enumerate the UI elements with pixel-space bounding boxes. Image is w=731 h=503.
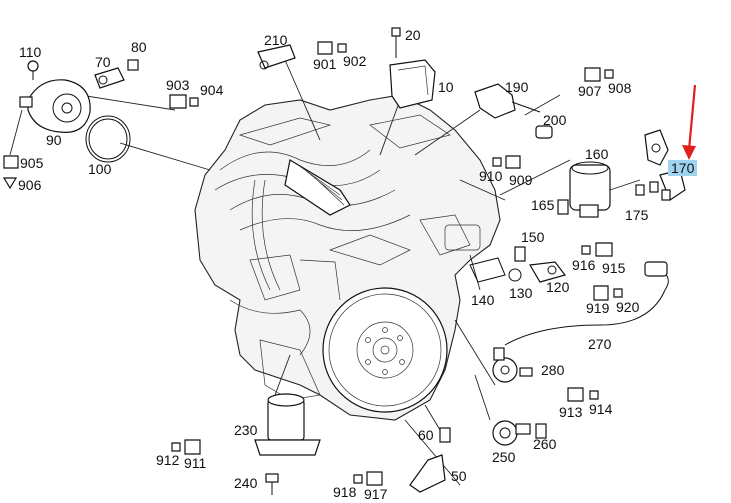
- connector-905: [3, 155, 19, 169]
- label-903: 903: [166, 77, 190, 93]
- connector-901: [317, 41, 333, 55]
- ring-130: [508, 268, 522, 282]
- label-80: 80: [131, 39, 147, 55]
- label-210: 210: [264, 32, 288, 48]
- label-240: 240: [234, 475, 258, 491]
- connector-904: [189, 97, 199, 107]
- label-170: 170: [668, 160, 698, 176]
- connector-916: [581, 245, 591, 255]
- gasket-140: [469, 257, 506, 283]
- sensor-250: [492, 420, 531, 446]
- connector-903: [169, 94, 187, 109]
- connector-920: [613, 288, 623, 298]
- label-120: 120: [546, 279, 570, 295]
- bolt-60: [439, 427, 451, 443]
- connector-908: [604, 69, 614, 79]
- bolt-165: [557, 199, 569, 215]
- label-230: 230: [234, 422, 258, 438]
- connector-909: [505, 155, 521, 169]
- label-907: 907: [578, 83, 602, 99]
- bolt-260: [535, 423, 547, 439]
- label-902: 902: [343, 53, 367, 69]
- label-70: 70: [95, 54, 111, 70]
- connector-907: [584, 67, 601, 82]
- label-130: 130: [509, 285, 533, 301]
- label-165: 165: [531, 197, 555, 213]
- label-190: 190: [505, 79, 529, 95]
- connector-912: [171, 442, 181, 452]
- label-100: 100: [88, 161, 112, 177]
- label-915: 915: [602, 260, 626, 276]
- label-910: 910: [479, 168, 503, 184]
- knock-sensor-280: [492, 347, 533, 383]
- label-912: 912: [156, 452, 180, 468]
- connector-913: [567, 387, 584, 402]
- module-10: [389, 59, 436, 109]
- label-160: 160: [585, 146, 609, 162]
- label-90: 90: [46, 132, 62, 148]
- oil-filter-230: [254, 393, 321, 456]
- label-920: 920: [616, 299, 640, 315]
- label-260: 260: [533, 436, 557, 452]
- bolt-150: [514, 246, 526, 262]
- vacuum-pump-90: [9, 79, 91, 156]
- label-917: 917: [364, 486, 388, 502]
- sensor-190: [474, 83, 541, 119]
- label-200: 200: [543, 112, 567, 128]
- label-110: 110: [19, 44, 42, 60]
- sensor-50: [409, 454, 446, 493]
- label-919: 919: [586, 300, 610, 316]
- label-918: 918: [333, 484, 357, 500]
- connector-915: [595, 242, 613, 257]
- label-150: 150: [521, 229, 545, 245]
- connector-917: [366, 471, 383, 486]
- bolt-110: [27, 60, 39, 80]
- screws-175: [635, 181, 671, 201]
- label-905: 905: [20, 155, 44, 171]
- label-908: 908: [608, 80, 632, 96]
- label-909: 909: [509, 172, 533, 188]
- label-914: 914: [589, 401, 613, 417]
- label-20: 20: [405, 27, 421, 43]
- valve-160: [569, 161, 611, 218]
- bolt-20: [391, 27, 401, 58]
- label-250: 250: [492, 449, 516, 465]
- label-60: 60: [418, 427, 434, 443]
- label-916: 916: [572, 257, 596, 273]
- harness-270: [504, 267, 669, 346]
- label-280: 280: [541, 362, 565, 378]
- engine-block: [194, 94, 501, 421]
- label-270: 270: [588, 336, 612, 352]
- label-911: 911: [184, 455, 207, 471]
- label-10: 10: [438, 79, 454, 95]
- highlight-arrow: [682, 84, 697, 160]
- sensor-120: [529, 261, 567, 283]
- label-904: 904: [200, 82, 224, 98]
- label-906: 906: [18, 177, 42, 193]
- connector-911: [184, 439, 201, 455]
- connector-914: [589, 390, 599, 400]
- label-140: 140: [471, 292, 495, 308]
- gasket-100: [85, 115, 131, 163]
- label-913: 913: [559, 404, 583, 420]
- bolt-200: [535, 125, 553, 139]
- bolt-240: [265, 473, 279, 495]
- label-175: 175: [625, 207, 649, 223]
- connector-910: [492, 157, 502, 167]
- sensor-210: [257, 44, 296, 70]
- bolt-80: [127, 59, 139, 71]
- leader-lines: [79, 59, 641, 486]
- sensor-70: [94, 67, 125, 89]
- bracket-170: [644, 129, 686, 201]
- connector-902: [337, 43, 347, 53]
- connector-918: [353, 474, 363, 484]
- connector-906: [2, 177, 18, 190]
- label-50: 50: [451, 468, 467, 484]
- label-901: 901: [313, 56, 337, 72]
- connector-919: [593, 285, 609, 301]
